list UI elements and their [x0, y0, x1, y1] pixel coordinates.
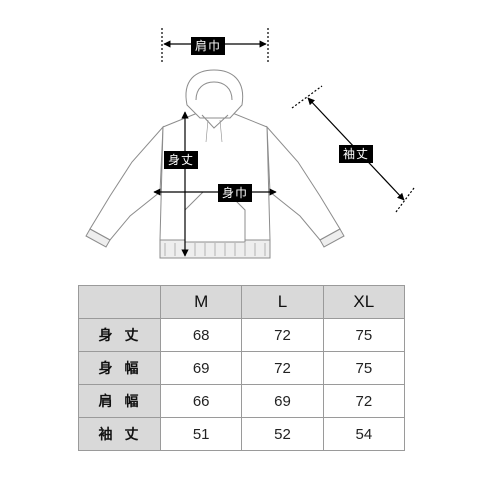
cell-sleeve-length-m: 51 — [159, 417, 243, 451]
table-row: 袖丈 51 52 54 — [78, 417, 406, 451]
size-chart-table: M L XL 身丈 68 72 75 身幅 69 72 75 肩幅 66 69 … — [78, 285, 406, 451]
hoodie-illustration — [85, 28, 415, 259]
row-label-sleeve-length: 袖丈 — [78, 417, 161, 451]
right-cuff — [319, 228, 345, 248]
hoodie-measurement-diagram: 肩巾 身丈 身巾 袖丈 — [85, 28, 415, 259]
cell-shoulder-width-m: 66 — [159, 384, 243, 418]
size-header-m: M — [159, 285, 243, 319]
header-corner-cell — [78, 285, 161, 319]
body-length-label: 身丈 — [164, 151, 199, 169]
table-row: 肩幅 66 69 72 — [78, 384, 406, 418]
cell-sleeve-length-l: 52 — [241, 417, 324, 451]
cell-body-length-xl: 75 — [322, 318, 406, 352]
size-header-l: L — [241, 285, 324, 319]
size-header-row: M L XL — [78, 285, 406, 319]
row-label-shoulder-width: 肩幅 — [78, 384, 161, 418]
cell-body-width-l: 72 — [241, 351, 324, 385]
cell-shoulder-width-xl: 72 — [322, 384, 406, 418]
left-cuff — [85, 228, 111, 248]
cell-body-width-m: 69 — [159, 351, 243, 385]
table-row: 身幅 69 72 75 — [78, 351, 406, 385]
size-header-xl: XL — [322, 285, 406, 319]
body-width-label: 身巾 — [218, 184, 253, 202]
row-label-body-width: 身幅 — [78, 351, 161, 385]
shoulder-width-label: 肩巾 — [191, 37, 226, 55]
cell-body-width-xl: 75 — [322, 351, 406, 385]
right-sleeve — [266, 125, 341, 241]
table-row: 身丈 68 72 75 — [78, 318, 406, 352]
row-label-body-length: 身丈 — [78, 318, 161, 352]
cell-body-length-m: 68 — [159, 318, 243, 352]
sleeve-length-label: 袖丈 — [339, 145, 374, 163]
cell-sleeve-length-xl: 54 — [322, 417, 406, 451]
left-sleeve — [89, 125, 164, 241]
hood — [185, 69, 244, 119]
cell-body-length-l: 72 — [241, 318, 324, 352]
cell-shoulder-width-l: 69 — [241, 384, 324, 418]
